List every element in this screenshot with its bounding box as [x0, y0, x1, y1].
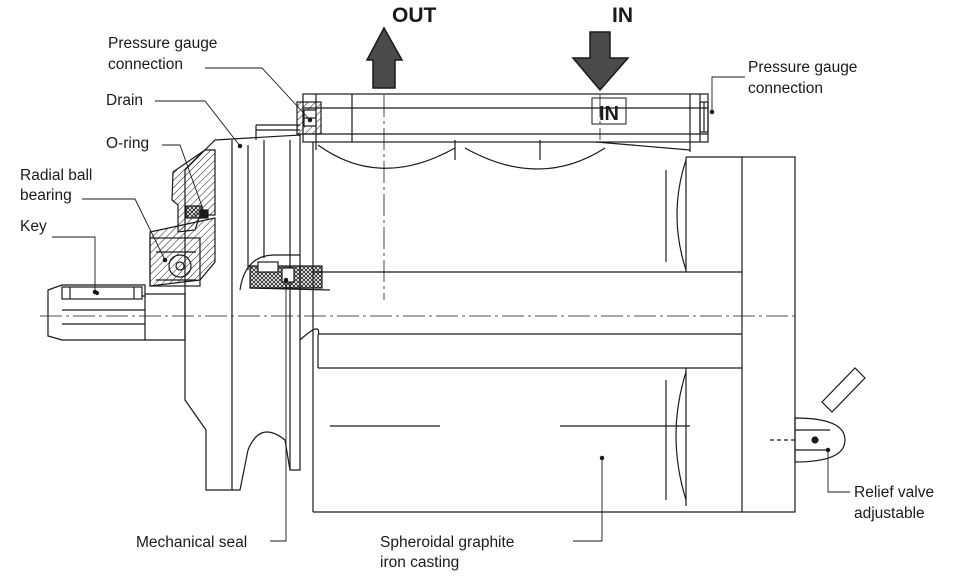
bearing-label-line1: Radial ball — [20, 167, 93, 184]
mechanical-seal — [249, 261, 331, 291]
relief-valve-label-line1: Relief valve — [854, 484, 935, 501]
gauge-plug-left — [296, 101, 322, 135]
gauge-connection-left-line2: connection — [108, 56, 183, 73]
gauge-connection-right-line1: Pressure gauge — [748, 59, 858, 76]
centerlines — [40, 95, 795, 317]
gauge-connection-right-line2: connection — [748, 80, 823, 97]
out-arrow — [365, 26, 404, 89]
leader-lines — [52, 67, 850, 542]
gauge-connection-left-line1: Pressure gauge — [108, 35, 218, 52]
gauge-plug-right — [699, 101, 709, 133]
out-label: OUT — [392, 4, 437, 27]
shaft-key — [61, 286, 143, 300]
oring-label: O-ring — [106, 135, 150, 152]
pump-body — [299, 140, 796, 513]
casting-in-mark: IN — [599, 103, 619, 125]
bearing-label-line2: bearing — [20, 187, 72, 204]
in-label: IN — [612, 4, 633, 27]
relief-valve — [770, 367, 866, 463]
relief-valve-label-line2: adjustable — [854, 505, 925, 522]
port-plate — [302, 93, 709, 152]
casting-label-line2: iron casting — [380, 554, 460, 571]
drain-label: Drain — [106, 92, 144, 109]
mechanical-seal-label: Mechanical seal — [136, 534, 248, 551]
casting-in-mark-outline — [591, 97, 627, 125]
cover-section-hatch — [149, 149, 216, 287]
in-arrow — [571, 31, 630, 92]
radial-ball-bearing — [149, 237, 201, 287]
front-cover — [184, 124, 301, 491]
casting-label-line1: Spheroidal graphite — [380, 534, 515, 551]
key-label: Key — [20, 218, 47, 235]
